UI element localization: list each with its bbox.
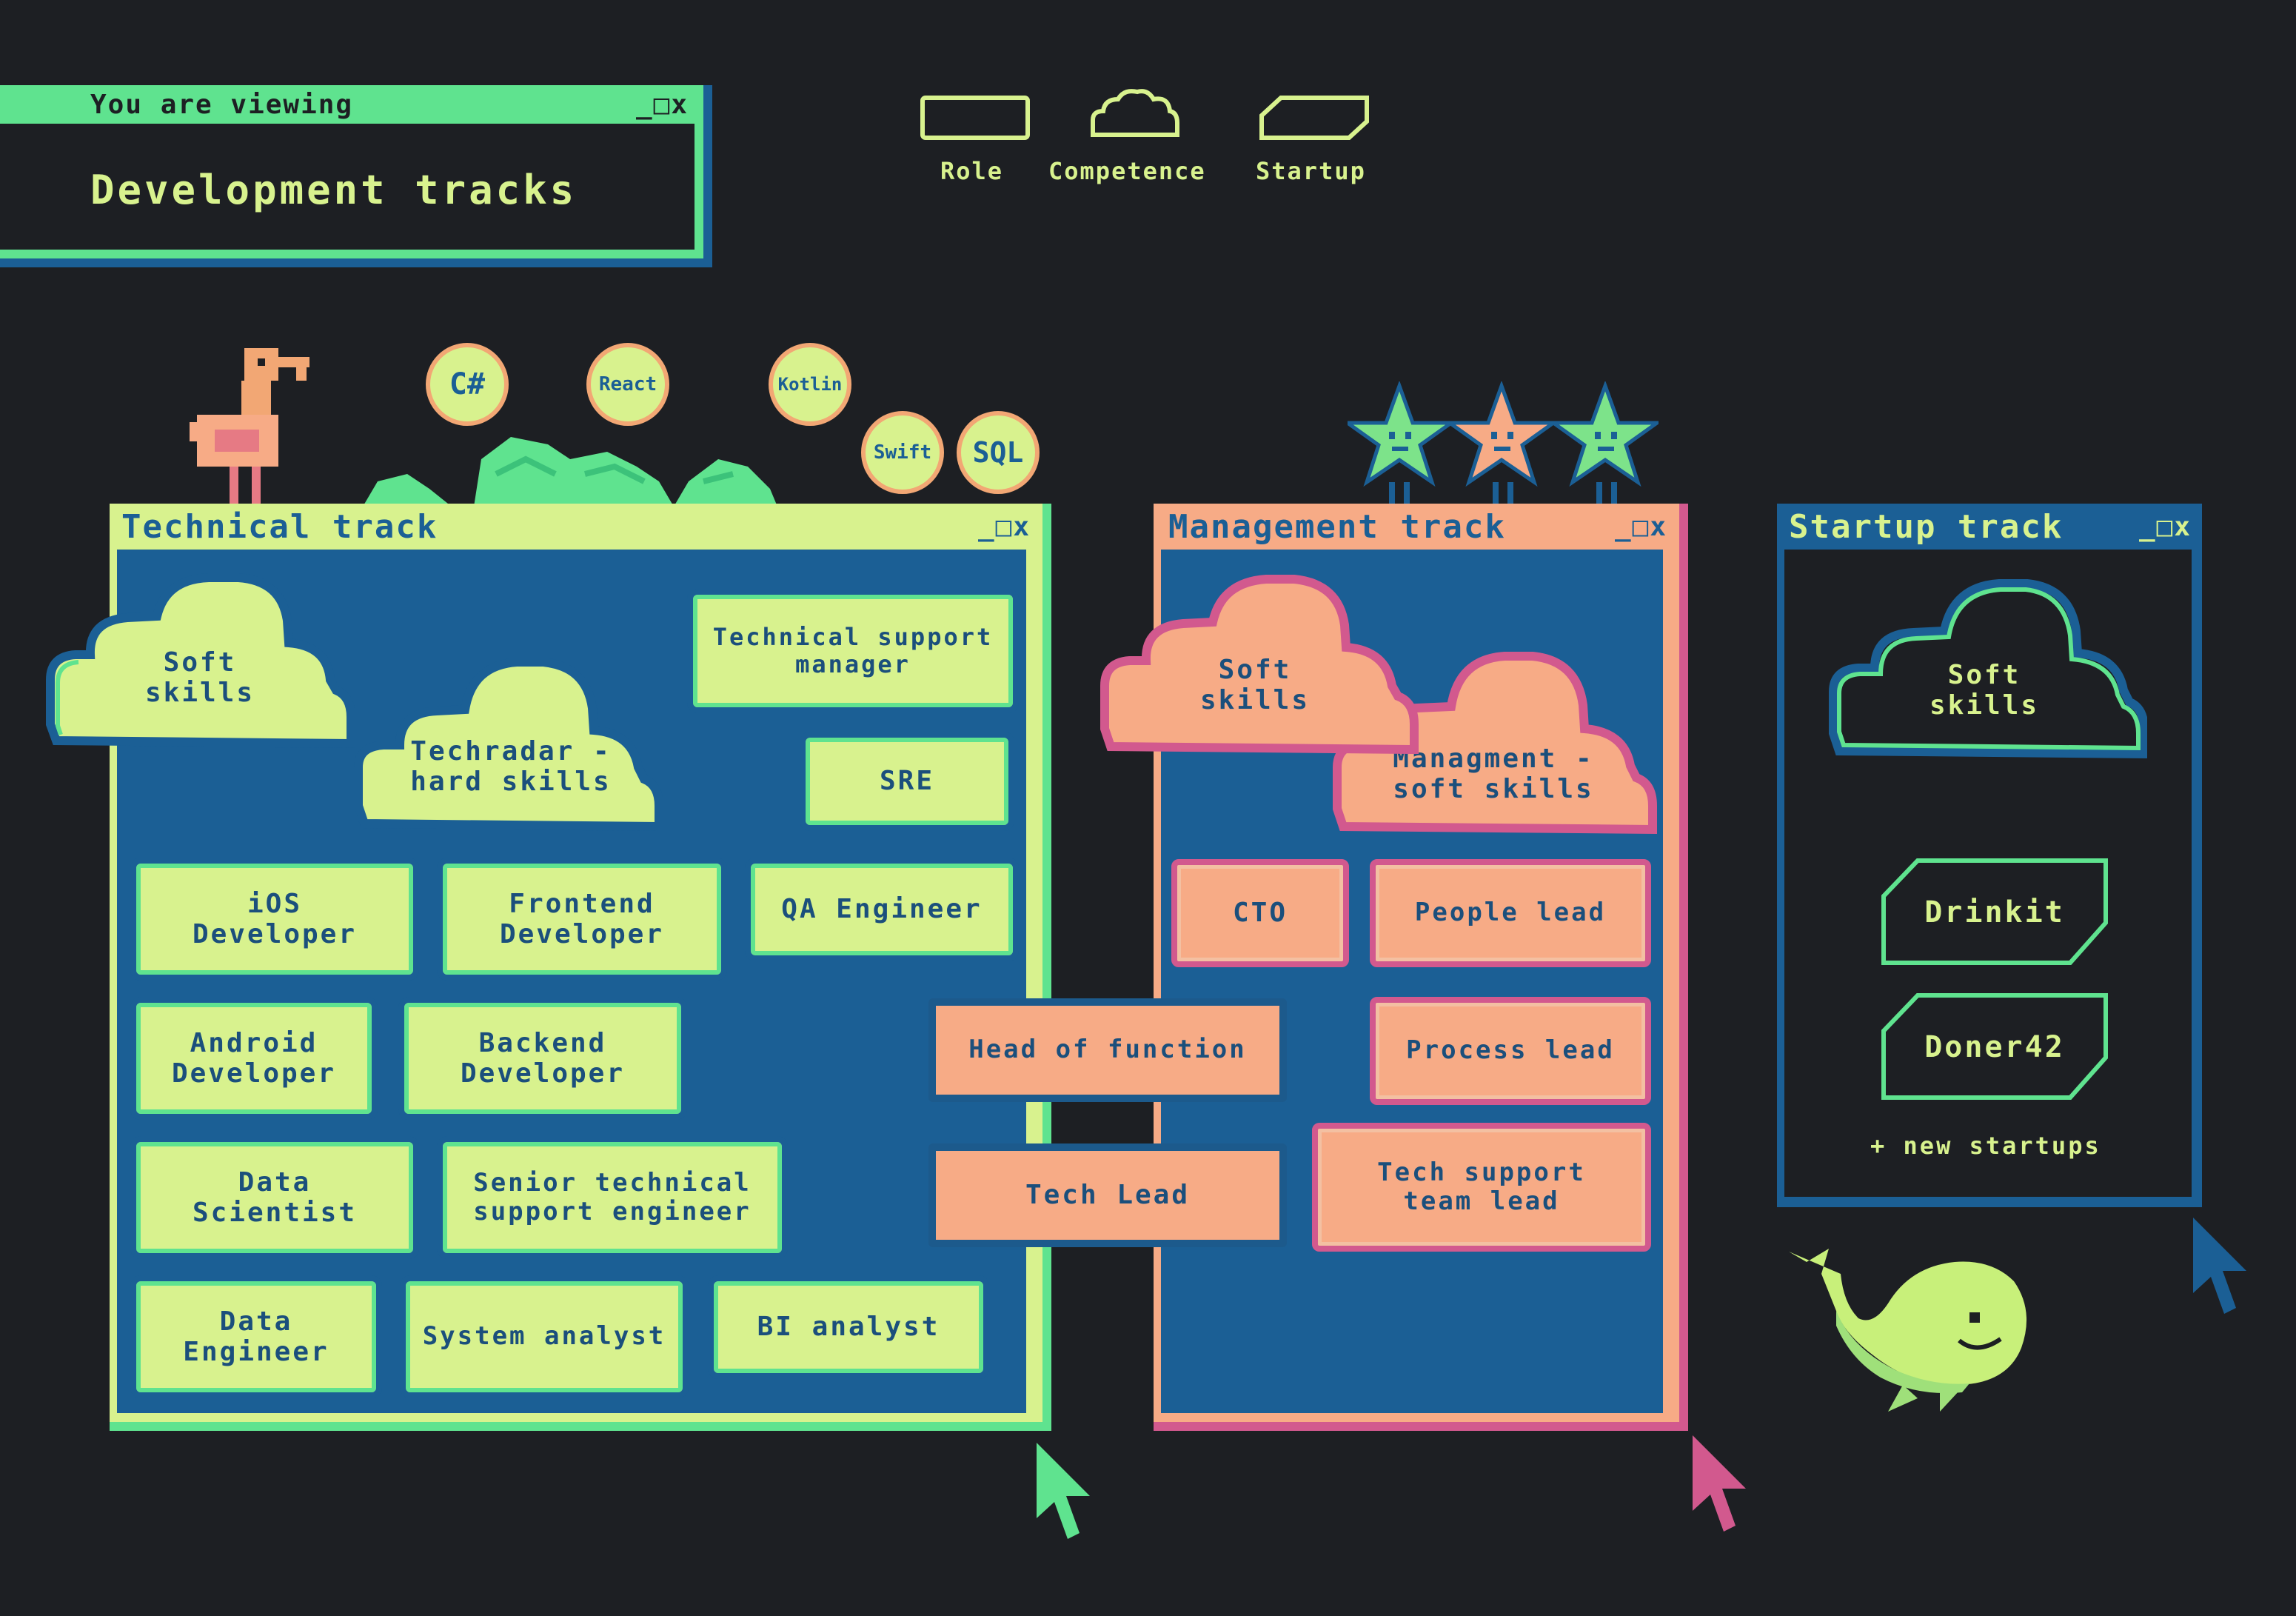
technical-track-titlebar: Technical track _□x [110, 504, 1042, 550]
management-track-titlebar: Management track _□x [1154, 504, 1679, 550]
bird-icon [190, 348, 309, 508]
whale-icon [1789, 1249, 2027, 1412]
techradar-label: Techradar - hard skills [410, 735, 612, 797]
window-controls[interactable]: _□x [1614, 511, 1667, 542]
techradar-cloud[interactable] [354, 649, 665, 835]
soft-skills-label: Soft skills [144, 647, 255, 708]
startup-track-window: Startup track _□x [1777, 504, 2202, 1207]
management-soft-skills-cloud[interactable] [1100, 569, 1419, 758]
sre-button[interactable]: SRE [800, 732, 1014, 831]
new-startups-label: + new startups [1870, 1132, 2101, 1160]
cloud-shape-icon [1091, 89, 1179, 137]
window-controls[interactable]: _□x [2138, 511, 2192, 542]
tech-badge-kotlin: Kotlin [769, 343, 851, 426]
drinkit-button[interactable]: Drinkit [1924, 895, 2065, 929]
technical-support-manager-button[interactable]: Technical support manager [687, 589, 1019, 713]
ios-developer-button[interactable]: iOS Developer [130, 858, 419, 981]
data-scientist-button[interactable]: Data Scientist [130, 1136, 419, 1259]
role-shape-icon [920, 96, 1030, 140]
system-analyst-button[interactable]: System analyst [400, 1275, 689, 1398]
startup-shape-icon [1259, 96, 1369, 140]
legend: Role Competence Startup [911, 89, 1392, 193]
stars-icon [1348, 381, 1659, 504]
startup-soft-skills-cloud[interactable] [1829, 569, 2147, 763]
drinkit-shape-icon [1881, 858, 2108, 965]
backend-developer-button[interactable]: Backend Developer [398, 997, 687, 1120]
viewing-label: You are viewing [90, 89, 354, 120]
doner42-button[interactable]: Doner42 [1924, 1030, 2065, 1064]
cursor-green-icon [1037, 1443, 1090, 1539]
window-controls[interactable]: _□x [635, 89, 689, 120]
tech-badge-react: React [586, 343, 669, 426]
startup-soft-skills-label: Soft skills [1929, 659, 2040, 721]
management-soft-skills-label: Soft skills [1199, 654, 1311, 715]
legend-startup-label: Startup [1256, 157, 1366, 185]
legend-competence-label: Competence [1048, 157, 1206, 185]
tech-badge-sql: SQL [957, 411, 1040, 494]
cursor-pink-icon [1693, 1435, 1746, 1532]
tech-lead-button[interactable]: Tech Lead [928, 1143, 1287, 1247]
cursor-blue-icon [2193, 1218, 2246, 1314]
management-track-title: Management track [1168, 507, 1506, 546]
startup-track-titlebar: Startup track _□x [1777, 504, 2202, 550]
tech-badge-csharp: C# [426, 343, 509, 426]
bushes-icon [363, 437, 777, 507]
qa-engineer-button[interactable]: QA Engineer [745, 858, 1019, 961]
managment-soft-skills-label: Managment - soft skills [1393, 743, 1594, 804]
people-lead-button[interactable]: People lead [1370, 859, 1651, 967]
frontend-developer-button[interactable]: Frontend Developer [437, 858, 727, 981]
soft-skills-cloud[interactable] [46, 569, 355, 752]
senior-technical-support-engineer-button[interactable]: Senior technical support engineer [437, 1136, 788, 1259]
viewing-window: You are viewing _□x Development tracks [0, 85, 712, 267]
bi-analyst-button[interactable]: BI analyst [708, 1275, 989, 1379]
process-lead-button[interactable]: Process lead [1370, 997, 1651, 1105]
page-title: Development tracks [90, 167, 578, 213]
legend-role-label: Role [940, 157, 1004, 185]
viewing-titlebar: You are viewing _□x [0, 85, 703, 124]
tech-badge-swift: Swift [861, 411, 944, 494]
android-developer-button[interactable]: Android Developer [130, 997, 378, 1120]
window-controls[interactable]: _□x [977, 511, 1031, 542]
startup-track-title: Startup track [1789, 507, 2064, 546]
head-of-function-button[interactable]: Head of function [928, 998, 1287, 1102]
cto-button[interactable]: CTO [1171, 859, 1349, 967]
doner42-shape-icon [1881, 993, 2108, 1100]
tech-support-team-lead-button[interactable]: Tech support team lead [1312, 1123, 1651, 1252]
technical-track-title: Technical track [121, 507, 438, 546]
data-engineer-button[interactable]: Data Engineer [130, 1275, 382, 1398]
